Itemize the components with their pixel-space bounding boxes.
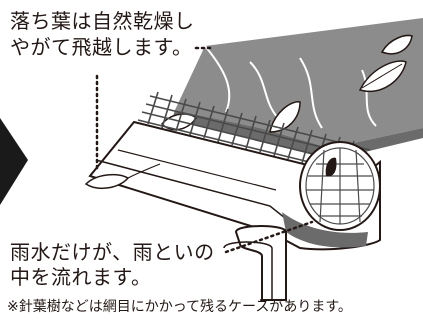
caption-top-line2: やがて飛越します。 <box>10 35 193 59</box>
caption-top-line1: 落ち葉は自然乾燥し <box>10 9 195 33</box>
mesh-cylinder <box>299 141 381 231</box>
rain-water <box>282 212 368 248</box>
caption-bottom-line1: 雨水だけが、雨といの <box>10 240 215 264</box>
leader-line-bottom <box>224 220 314 254</box>
gutter-body <box>88 120 381 251</box>
downpipe <box>234 225 287 301</box>
footnote: ※針葉樹などは網目にかかって残るケースがあります。 <box>7 299 352 315</box>
gutter-mesh <box>137 91 371 175</box>
leaf-icon <box>380 34 413 55</box>
caption-bottom-line2: 中を流れます。 <box>10 265 152 289</box>
roof-panel <box>175 18 423 148</box>
caption-leaves-dry: 落ち葉は自然乾燥し やがて飛越します。 <box>10 8 195 60</box>
flow-arrow-icon <box>0 118 28 205</box>
caption-rainwater: 雨水だけが、雨といの 中を流れます。 <box>10 240 215 290</box>
leaf-icon <box>358 60 407 92</box>
